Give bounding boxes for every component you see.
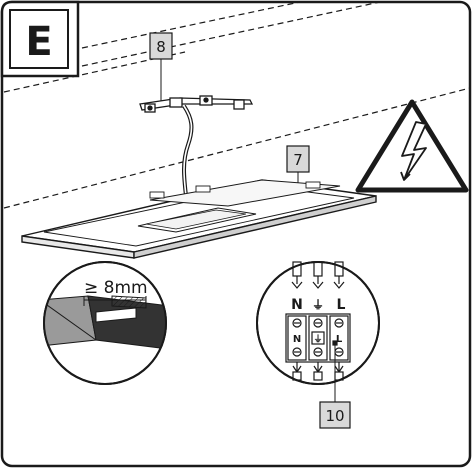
wire-label-neutral: N <box>291 297 303 313</box>
strip-length-label: ≥ 8mm <box>84 278 148 298</box>
callout-10-label: 10 <box>325 407 344 425</box>
callout-7-label: 7 <box>293 151 303 169</box>
high-voltage-warning-icon <box>355 99 469 193</box>
block-label-live: L <box>336 334 343 345</box>
callout-8: 8 <box>149 32 173 104</box>
step-label-box: E <box>0 0 80 78</box>
wire-strip-detail: ≥ 8mm <box>43 261 167 385</box>
wire-label-live: L <box>337 297 346 313</box>
heater-panel <box>21 179 377 259</box>
power-cable <box>182 104 194 197</box>
block-label-earth: ⏚ <box>313 334 322 345</box>
terminal-block-detail: N ⏚ L N ⏚ L <box>256 261 380 385</box>
callout-10: 10 <box>319 343 351 429</box>
mounting-bracket <box>139 95 254 113</box>
terminal-block <box>285 313 351 363</box>
block-label-neutral: N <box>293 334 301 345</box>
step-letter: E <box>25 19 52 65</box>
wire-label-earth: ⏚ <box>312 298 324 312</box>
callout-8-label: 8 <box>156 38 166 56</box>
